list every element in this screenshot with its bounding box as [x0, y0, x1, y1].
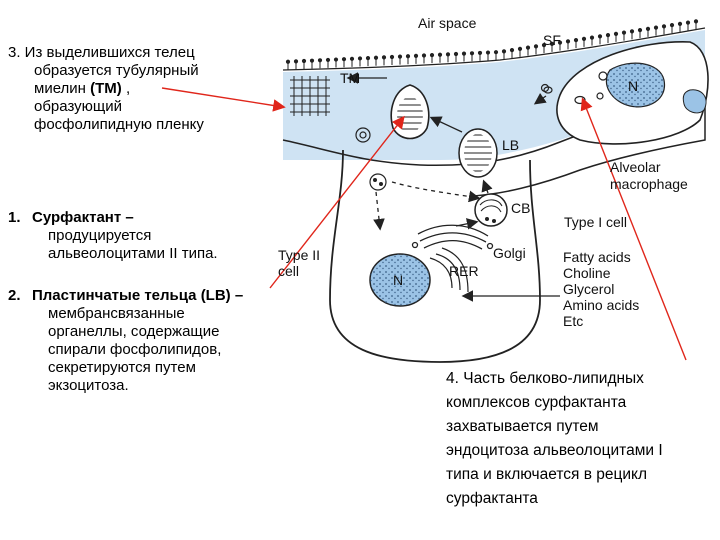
surfactant-molecule-head	[446, 53, 449, 56]
surfactant-molecule-head	[606, 34, 609, 37]
surfactant-molecule-head	[582, 37, 585, 40]
label-type2-line2: cell	[278, 263, 299, 279]
surfactant-molecule-head	[318, 59, 321, 62]
surfactant-molecule-head	[374, 56, 377, 59]
surfactant-molecule-head	[294, 60, 297, 63]
label-golgi: Golgi	[493, 245, 526, 261]
surfactant-molecule-head	[302, 59, 305, 62]
surfactant-molecule-head	[478, 51, 481, 54]
surfactant-molecule-head	[470, 52, 473, 55]
surfactant-molecule-head	[462, 52, 465, 55]
golgi-apparatus	[413, 225, 493, 249]
label-choline: Choline	[563, 265, 611, 281]
surfactant-molecule-head	[510, 49, 513, 52]
surfactant-molecule-head	[622, 31, 625, 34]
label-fatty-acids: Fatty acids	[563, 249, 631, 265]
label-cb: CB	[511, 200, 530, 216]
surfactant-molecule-head	[310, 59, 313, 62]
surfactant-molecule-head	[398, 55, 401, 58]
label-rer: RER	[449, 263, 479, 279]
label-macrophage-line2: macrophage	[610, 176, 688, 192]
label-sf: SF	[543, 32, 561, 48]
surfactant-molecule-head	[286, 60, 289, 63]
surfactant-molecule-head	[486, 51, 489, 54]
surfactant-molecule-head	[422, 54, 425, 57]
surfactant-molecule-head	[566, 40, 569, 43]
label-amino-acids: Amino acids	[563, 297, 639, 313]
surfactant-molecule-head	[326, 58, 329, 61]
surfactant-molecule-head	[654, 26, 657, 29]
surfactant-molecule-head	[358, 57, 361, 60]
surfactant-molecule-head	[662, 25, 665, 28]
label-type1-cell: Type I cell	[564, 214, 627, 230]
surfactant-molecule-head	[350, 57, 353, 60]
surfactant-molecule-head	[494, 51, 497, 54]
surfactant-molecule-head	[502, 50, 505, 53]
label-glycerol: Glycerol	[563, 281, 614, 297]
surfactant-molecule-head	[406, 55, 409, 58]
surfactant-molecule-head	[430, 54, 433, 57]
surfactant-molecule-head	[342, 58, 345, 61]
surfactant-molecule-head	[518, 47, 521, 50]
surfactant-molecule-head	[366, 56, 369, 59]
surfactant-molecule-head	[694, 20, 697, 23]
surfactant-molecule-head	[526, 46, 529, 49]
surfactant-molecule-head	[438, 53, 441, 56]
surfactant-molecule-head	[590, 36, 593, 39]
surfactant-molecule-head	[454, 52, 457, 55]
label-air-space: Air space	[418, 15, 477, 31]
surfactant-molecule-head	[630, 30, 633, 33]
surfactant-molecule-head	[646, 27, 649, 30]
surfactant-molecule-head	[678, 22, 681, 25]
surfactant-molecule-head	[382, 56, 385, 59]
label-n-macrophage: N	[628, 78, 638, 94]
surfactant-molecule-head	[686, 21, 689, 24]
surfactant-molecule-head	[390, 55, 393, 58]
label-n-type2: N	[393, 272, 403, 288]
surfactant-molecule-head	[638, 29, 641, 32]
label-type2-line1: Type II	[278, 247, 320, 263]
label-macrophage-line1: Alveolar	[610, 159, 661, 175]
composite-body	[475, 194, 507, 226]
label-tm: TM	[340, 70, 360, 86]
surfactant-molecule-head	[614, 32, 617, 35]
surfactant-molecule-head	[670, 24, 673, 27]
label-etc: Etc	[563, 313, 583, 329]
surfactant-molecule-head	[574, 39, 577, 42]
surfactant-molecule-head	[598, 35, 601, 38]
surfactant-molecule-head	[534, 45, 537, 48]
surfactant-molecule-head	[414, 54, 417, 57]
label-lb: LB	[502, 137, 519, 153]
lamellar-body	[459, 129, 497, 177]
surfactant-molecule-head	[334, 58, 337, 61]
